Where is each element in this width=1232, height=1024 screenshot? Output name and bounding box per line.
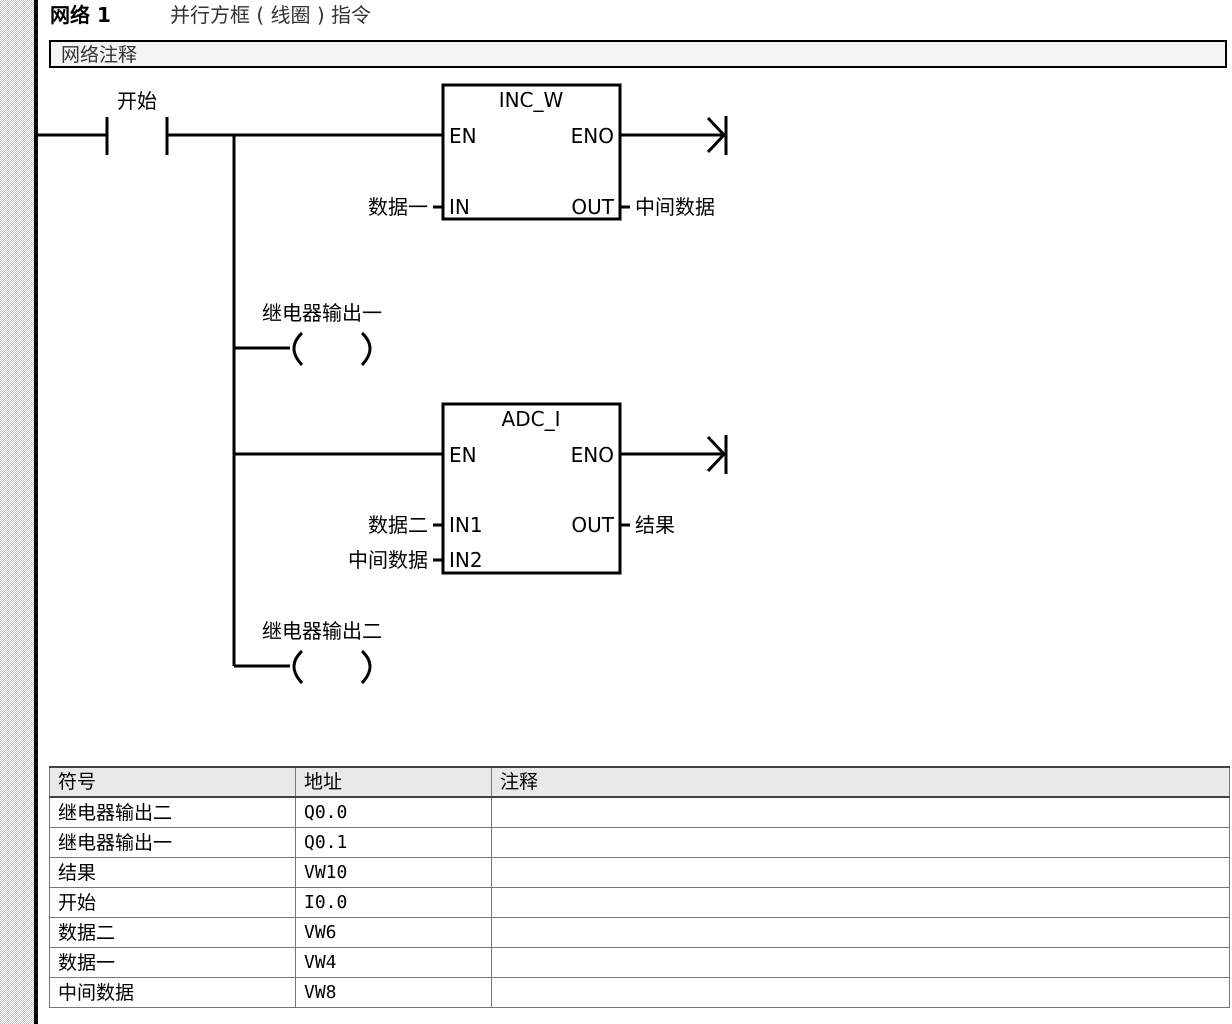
- comment-cell[interactable]: [491, 857, 1230, 888]
- comment-cell[interactable]: [491, 887, 1230, 918]
- network-title[interactable]: 并行方框 ( 线圈 ) 指令: [170, 3, 372, 27]
- adc-i-block[interactable]: [441, 402, 622, 575]
- coil1-left-paren: [292, 331, 304, 367]
- inc-in-pin: IN: [449, 195, 470, 219]
- inc-w-block[interactable]: [441, 83, 622, 221]
- coil2-label[interactable]: 继电器输出二: [262, 619, 382, 643]
- address-cell[interactable]: I0.0: [295, 887, 492, 918]
- table-row: 开始 I0.0: [49, 887, 1230, 918]
- adc-in1-operand[interactable]: 数据二: [368, 513, 428, 537]
- comment-cell[interactable]: [491, 796, 1230, 828]
- table-row: 继电器输出一 Q0.1: [49, 827, 1230, 858]
- address-cell[interactable]: VW10: [295, 857, 492, 888]
- power-rail: [34, 0, 38, 1024]
- inc-out-operand[interactable]: 中间数据: [635, 195, 715, 219]
- column-header-comment[interactable]: 注释: [491, 766, 1230, 798]
- comment-cell[interactable]: [491, 827, 1230, 858]
- address-cell[interactable]: VW4: [295, 947, 492, 978]
- symbol-cell[interactable]: 继电器输出一: [49, 827, 296, 858]
- network-comment-text: 网络注释: [61, 44, 138, 66]
- adc-in2-operand[interactable]: 中间数据: [348, 548, 428, 572]
- coil2-left-paren: [292, 649, 304, 685]
- symbol-table-header-row: 符号 地址 注释: [49, 766, 1230, 798]
- table-row: 中间数据 VW8: [49, 977, 1230, 1008]
- address-cell[interactable]: Q0.1: [295, 827, 492, 858]
- column-header-address[interactable]: 地址: [295, 766, 492, 798]
- adc-out-pin: OUT: [571, 513, 614, 537]
- inc-eno-pin: ENO: [571, 124, 614, 148]
- address-cell[interactable]: VW8: [295, 977, 492, 1008]
- table-row: 继电器输出二 Q0.0: [49, 796, 1230, 828]
- symbol-cell[interactable]: 结果: [49, 857, 296, 888]
- adc-en-pin: EN: [449, 443, 477, 467]
- table-row: 结果 VW10: [49, 857, 1230, 888]
- symbol-cell[interactable]: 数据一: [49, 947, 296, 978]
- ladder-diagram: 开始 INC_W EN ENO IN OUT 数据一 中间数据 继电器输出一 A…: [37, 83, 728, 685]
- coil1-label[interactable]: 继电器输出一: [262, 301, 382, 325]
- column-header-symbol[interactable]: 符号: [49, 766, 296, 798]
- adc-eno-pin: ENO: [571, 443, 614, 467]
- adc-eno-arrow: [706, 435, 727, 473]
- coil2-right-paren: [360, 649, 372, 685]
- symbol-cell[interactable]: 数据二: [49, 917, 296, 948]
- left-margin-pattern: [0, 0, 34, 1024]
- comment-cell[interactable]: [491, 917, 1230, 948]
- inc-out-pin: OUT: [571, 195, 614, 219]
- comment-cell[interactable]: [491, 977, 1230, 1008]
- network-number: 网络 1: [50, 3, 111, 27]
- adc-block-name: ADC_I: [502, 407, 561, 431]
- table-row: 数据一 VW4: [49, 947, 1230, 978]
- inc-block-name: INC_W: [499, 88, 564, 112]
- table-row: 数据二 VW6: [49, 917, 1230, 948]
- symbol-cell[interactable]: 中间数据: [49, 977, 296, 1008]
- symbol-cell[interactable]: 开始: [49, 887, 296, 918]
- symbol-cell[interactable]: 继电器输出二: [49, 796, 296, 828]
- network-comment-box[interactable]: 网络注释: [49, 40, 1227, 68]
- adc-in1-pin: IN1: [449, 513, 483, 537]
- comment-cell[interactable]: [491, 947, 1230, 978]
- adc-in2-pin: IN2: [449, 548, 483, 572]
- contact-label: 开始: [117, 89, 157, 113]
- inc-in-operand[interactable]: 数据一: [368, 195, 428, 219]
- adc-out-operand[interactable]: 结果: [635, 513, 675, 537]
- inc-eno-arrow: [706, 116, 727, 154]
- symbol-table: 符号 地址 注释 继电器输出二 Q0.0 继电器输出一 Q0.1 结果 VW10…: [49, 766, 1230, 1008]
- coil1-right-paren: [360, 331, 372, 367]
- address-cell[interactable]: Q0.0: [295, 796, 492, 828]
- inc-en-pin: EN: [449, 124, 477, 148]
- address-cell[interactable]: VW6: [295, 917, 492, 948]
